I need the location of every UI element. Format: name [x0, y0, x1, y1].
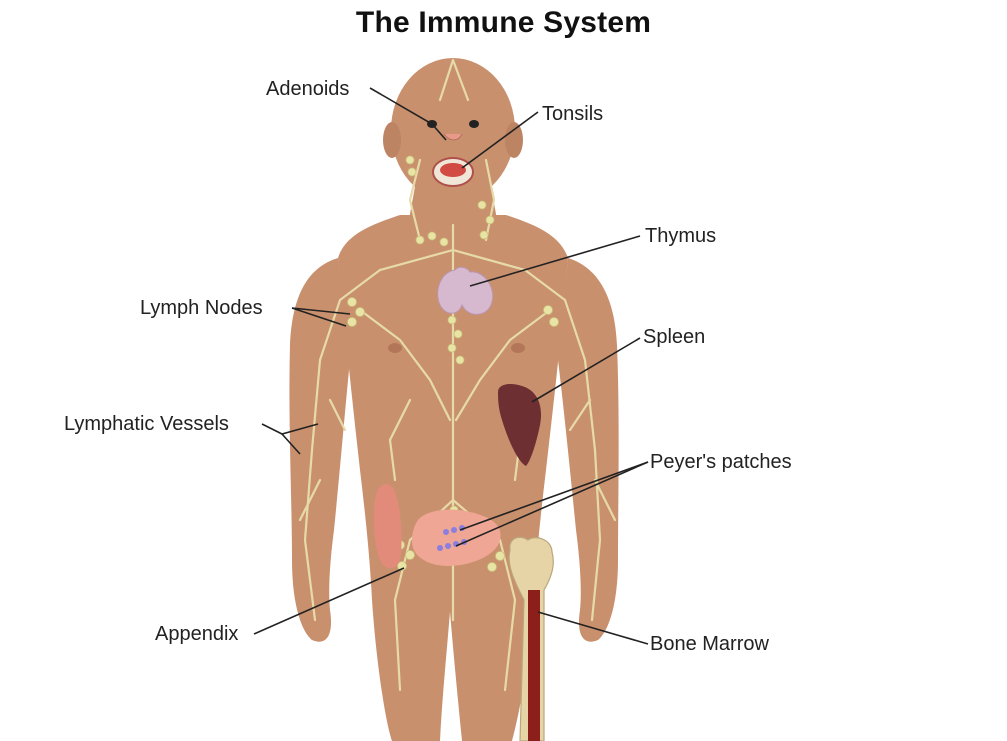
label-lymph-nodes: Lymph Nodes: [140, 297, 263, 319]
right-eye: [469, 120, 479, 128]
lymph-node: [407, 167, 417, 177]
left-nipple: [388, 343, 402, 353]
organs: [373, 266, 554, 741]
lymph-node: [543, 305, 553, 315]
label-bone-marrow: Bone Marrow: [650, 633, 769, 655]
appendix-leader: [253, 567, 405, 635]
tonsils-leader: [461, 111, 539, 169]
right-arm: [558, 258, 619, 642]
lymph-node: [347, 317, 357, 327]
lymphatic-vessel-network: [298, 58, 617, 692]
label-tonsils: Tonsils: [542, 103, 603, 125]
thymus-organ: [437, 266, 494, 315]
lymph-node: [485, 215, 495, 225]
adenoids-leader: [369, 87, 447, 141]
left-ear: [383, 122, 401, 158]
lymph-node: [405, 155, 415, 165]
lymph-nodes-leader-2: [291, 307, 347, 327]
lymph-node: [477, 200, 487, 210]
diagram-title: The Immune System: [355, 6, 652, 39]
lymph-node: [427, 231, 437, 241]
tonsils-organ: [440, 163, 466, 177]
lymph-node: [447, 315, 457, 325]
head: [391, 58, 515, 202]
bone-marrow-leader: [537, 611, 649, 645]
label-spleen: Spleen: [643, 326, 705, 348]
lymph-node: [455, 355, 465, 365]
leader-lines: [253, 87, 649, 645]
lymph-node: [347, 297, 357, 307]
lymph-node: [355, 307, 365, 317]
large-intestine-organ: [373, 484, 402, 569]
lymph-node: [453, 329, 463, 339]
lymph-node: [549, 317, 559, 327]
lymph-node: [479, 230, 489, 240]
lymphatic-vessels-leader-2: [281, 433, 301, 455]
peyers-patches-leader-2: [455, 461, 649, 547]
left-arm: [289, 258, 350, 642]
lymph-node: [405, 550, 415, 560]
lymph-nodes-leader-1: [291, 307, 351, 315]
right-nipple: [511, 343, 525, 353]
label-appendix: Appendix: [155, 623, 238, 645]
lymph-node: [415, 235, 425, 245]
peyers-patches-leader-1: [459, 461, 649, 531]
spleen-organ: [498, 384, 542, 466]
labels: Adenoids Tonsils Thymus Lymph Nodes Sple…: [64, 78, 792, 655]
label-lymphatic-vessels: Lymphatic Vessels: [64, 413, 229, 435]
lymph-node: [447, 343, 457, 353]
lymph-node: [439, 237, 449, 247]
label-thymus: Thymus: [645, 225, 716, 247]
lymph-node: [397, 561, 407, 571]
spleen-leader: [531, 337, 641, 403]
thymus-leader: [469, 235, 641, 287]
label-adenoids: Adenoids: [266, 78, 349, 100]
lymph-node: [495, 551, 505, 561]
label-peyers-patches: Peyer's patches: [650, 451, 792, 473]
lymph-node: [487, 562, 497, 572]
bone-marrow-organ: [528, 590, 540, 741]
right-ear: [505, 122, 523, 158]
nose: [443, 133, 463, 141]
